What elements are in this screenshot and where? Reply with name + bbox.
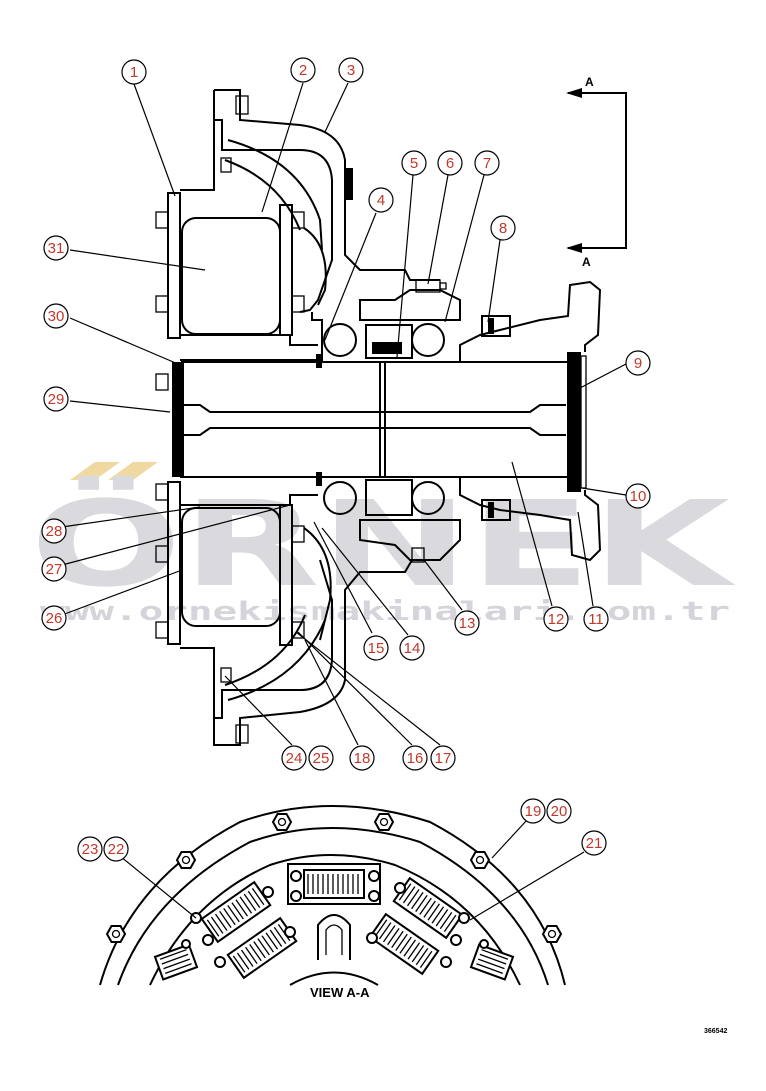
svg-text:14: 14 bbox=[404, 640, 421, 657]
callout-3: 3 bbox=[338, 57, 364, 83]
view-a-a-drawing: VIEW A-A 366542 bbox=[99, 805, 727, 1035]
rubber-element-upper bbox=[181, 217, 281, 335]
svg-text:24: 24 bbox=[286, 750, 303, 767]
svg-text:8: 8 bbox=[499, 220, 507, 237]
svg-text:7: 7 bbox=[483, 155, 491, 172]
callout-27: 27 bbox=[41, 556, 67, 582]
svg-text:6: 6 bbox=[446, 155, 454, 172]
watermark-accent-icon bbox=[70, 462, 120, 480]
callout-16: 16 bbox=[402, 745, 428, 771]
svg-text:12: 12 bbox=[548, 611, 565, 628]
callout-20: 20 bbox=[546, 798, 572, 824]
svg-text:15: 15 bbox=[368, 640, 385, 657]
callout-6: 6 bbox=[437, 150, 463, 176]
section-arrow-a: A A bbox=[566, 75, 627, 269]
leader-lines bbox=[61, 82, 627, 921]
callout-15: 15 bbox=[363, 635, 389, 661]
callout-29: 29 bbox=[43, 386, 69, 412]
callout-24: 24 bbox=[281, 745, 307, 771]
svg-text:29: 29 bbox=[48, 391, 65, 408]
callout-19: 19 bbox=[520, 798, 546, 824]
svg-text:13: 13 bbox=[459, 615, 476, 632]
callout-22: 22 bbox=[103, 836, 129, 862]
callout-25: 25 bbox=[308, 745, 334, 771]
spring-blocks bbox=[153, 863, 515, 981]
svg-text:16: 16 bbox=[407, 750, 424, 767]
svg-text:9: 9 bbox=[634, 355, 642, 372]
callout-23: 23 bbox=[77, 836, 103, 862]
svg-text:30: 30 bbox=[48, 308, 65, 325]
callout-18: 18 bbox=[349, 745, 375, 771]
cross-section-drawing: A A bbox=[155, 75, 627, 746]
callout-7: 7 bbox=[474, 150, 500, 176]
bearing-ball-lower-left bbox=[323, 481, 357, 515]
housing-plate-bottom bbox=[167, 481, 181, 645]
callout-1: 1 bbox=[121, 59, 147, 85]
svg-text:25: 25 bbox=[313, 750, 330, 767]
svg-text:4: 4 bbox=[377, 192, 385, 209]
callout-2: 2 bbox=[290, 57, 316, 83]
svg-text:31: 31 bbox=[48, 240, 65, 257]
figure-number: 366542 bbox=[704, 1028, 727, 1035]
callout-31: 31 bbox=[43, 235, 69, 261]
svg-text:28: 28 bbox=[46, 523, 63, 540]
callout-11: 11 bbox=[583, 606, 609, 632]
callout-4: 4 bbox=[368, 187, 394, 213]
callout-26: 26 bbox=[41, 605, 67, 631]
callout-30: 30 bbox=[43, 303, 69, 329]
svg-text:10: 10 bbox=[630, 488, 647, 505]
shaft bbox=[181, 361, 575, 478]
svg-text:22: 22 bbox=[108, 841, 125, 858]
svg-text:5: 5 bbox=[410, 155, 418, 172]
svg-text:1: 1 bbox=[130, 64, 138, 81]
watermark-accent-icon bbox=[108, 462, 158, 480]
callout-12: 12 bbox=[543, 606, 569, 632]
section-label-top: A bbox=[585, 75, 594, 89]
watermark-url: www.ornekismakinalari.com.tr bbox=[40, 597, 730, 627]
svg-text:26: 26 bbox=[46, 610, 63, 627]
svg-text:19: 19 bbox=[525, 803, 542, 820]
svg-text:21: 21 bbox=[586, 835, 603, 852]
svg-text:2: 2 bbox=[299, 62, 307, 79]
end-flange-right bbox=[567, 352, 581, 492]
view-label: VIEW A-A bbox=[310, 985, 370, 1000]
svg-text:20: 20 bbox=[551, 803, 568, 820]
svg-text:11: 11 bbox=[588, 611, 604, 628]
left-bolts bbox=[155, 211, 169, 639]
callout-9: 9 bbox=[625, 350, 651, 376]
svg-text:27: 27 bbox=[46, 561, 63, 578]
section-label-bottom: A bbox=[582, 255, 591, 269]
svg-text:23: 23 bbox=[82, 841, 99, 858]
svg-text:17: 17 bbox=[435, 750, 452, 767]
callout-28: 28 bbox=[41, 518, 67, 544]
svg-text:18: 18 bbox=[354, 750, 371, 767]
block-bolts bbox=[181, 870, 489, 968]
bearing-ball-upper-left bbox=[323, 323, 357, 357]
svg-text:3: 3 bbox=[347, 62, 355, 79]
end-flange-left bbox=[172, 362, 184, 477]
callout-21: 21 bbox=[581, 830, 607, 856]
callouts: 1 2 3 4 5 6 7 8 9 10 11 12 13 14 15 16 1… bbox=[41, 57, 651, 862]
callout-13: 13 bbox=[454, 610, 480, 636]
ring-bolts bbox=[105, 813, 563, 943]
callout-14: 14 bbox=[399, 635, 425, 661]
bearing-ball-upper-right bbox=[411, 323, 445, 357]
callout-17: 17 bbox=[430, 745, 456, 771]
callout-8: 8 bbox=[490, 215, 516, 241]
callout-10: 10 bbox=[625, 483, 651, 509]
callout-5: 5 bbox=[401, 150, 427, 176]
